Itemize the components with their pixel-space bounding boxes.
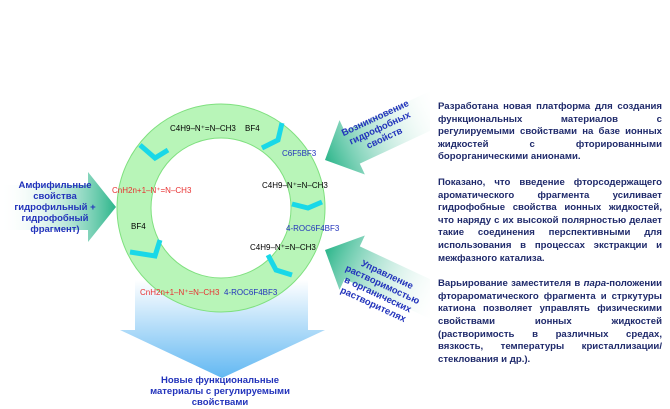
label-line: свойствами: [191, 397, 249, 408]
cation-top: C4H9–N⁺=N–CH3: [170, 124, 236, 133]
label-line: свойства: [33, 191, 77, 202]
paragraph-3: Варьирование заместителя в пара-положени…: [438, 278, 662, 366]
anion-c6f5bf3: C6F5BF3: [282, 149, 317, 158]
label-line: гидрофобный: [21, 213, 89, 224]
text-panel: Разработана новая платформа для создания…: [438, 101, 662, 379]
bottom-arrow-label: Новые функциональные материалы с регулир…: [130, 375, 310, 408]
anion-bf4-left: BF4: [131, 222, 146, 231]
cation-alkyl-bottom: CnH2n+1–N⁺=N–CH3: [140, 288, 220, 297]
label-line: гидрофильный +: [14, 202, 96, 213]
italic-text: пара: [583, 278, 607, 290]
ring-structures: C4H9–N⁺=N–CH3 BF4 CnH2n+1–N⁺=N–CH3 BF4 C…: [112, 124, 340, 297]
label-line: Амфифильные: [18, 180, 92, 191]
text: -положении фторароматического фрагмента …: [438, 278, 662, 365]
cation-right-lower: C4H9–N⁺=N–CH3: [250, 243, 316, 252]
paragraph-1: Разработана новая платформа для создания…: [438, 101, 662, 163]
cation-alkyl-left: CnH2n+1–N⁺=N–CH3: [112, 186, 192, 195]
bottom-right-arrow: [325, 235, 430, 322]
anion-roc6f4bf3-right: 4-ROC6F4BF3: [286, 224, 340, 233]
label-line: Новые функциональные: [160, 375, 280, 386]
label-line: материалы с регулируемыми: [150, 386, 290, 397]
ring-separators: [129, 122, 323, 278]
top-right-arrow: [325, 88, 430, 175]
ring: [116, 103, 326, 313]
ionic-liquid-diagram: C4H9–N⁺=N–CH3 BF4 CnH2n+1–N⁺=N–CH3 BF4 C…: [0, 88, 430, 378]
paragraph-2: Показано, что введение фторсодержащего а…: [438, 176, 662, 264]
text: Варьирование заместителя в: [438, 278, 584, 290]
anion-roc6f4bf3-bottom: 4-ROC6F4BF3: [224, 288, 278, 297]
left-arrow: [0, 172, 116, 242]
bottom-arrow: [120, 280, 325, 378]
label-line: фрагмент): [30, 224, 80, 235]
left-arrow-label: Амфифильные свойства гидрофильный + гидр…: [0, 180, 110, 235]
anion-bf4-top: BF4: [245, 124, 260, 133]
cation-right: C4H9–N⁺=N–CH3: [262, 181, 328, 190]
